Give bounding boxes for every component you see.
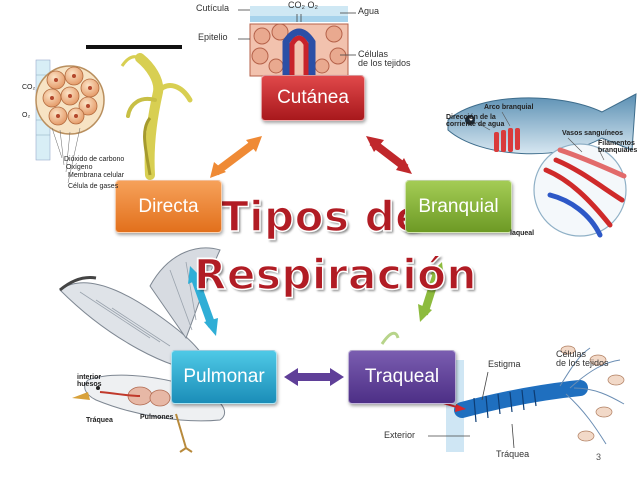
box-traqueal-label: Traqueal [364, 366, 440, 387]
box-directa-label: Directa [138, 195, 199, 217]
label-membrana: Membrana celular [68, 172, 125, 179]
label-arco-branquial: Arco branquial [484, 104, 534, 111]
label-co2: CO₂ [22, 84, 36, 91]
label-vasos-sanguineos: Vasos sanguíneos [562, 130, 624, 137]
title-line-1: Tipos de [219, 192, 425, 241]
box-traqueal[interactable]: Traqueal [348, 350, 456, 404]
arrow-pulmonar-traqueal [284, 368, 344, 386]
label-exterior: Exterior [384, 430, 416, 440]
label-oxigeno: Oxígeno [66, 164, 93, 171]
label-direccion-corriente: Dirección de la corriente de agua [446, 114, 505, 129]
fish-illustration [447, 93, 637, 238]
arrow-directa-cutanea [210, 136, 262, 178]
label-dioxido: Dióxido de carbono [64, 156, 125, 163]
label-co2o2: CO₂ O₂ [288, 0, 318, 10]
label-filamentos: Filamentos branquiales [598, 140, 638, 155]
label-o2: O₂ [22, 112, 31, 119]
hydra-illustration [35, 45, 193, 184]
box-directa[interactable]: Directa [115, 180, 222, 233]
box-pulmonar[interactable]: Pulmonar [171, 350, 277, 404]
arrow-directa-pulmonar [188, 266, 218, 336]
label-celulas-tejidos-bottom: Células de los tejidos [556, 349, 609, 369]
label-laqueal: laqueal [510, 230, 535, 237]
arrow-cutanea-branquial [366, 136, 412, 174]
label-interior-huesos: interior huesos [77, 374, 102, 389]
arrow-branquial-traqueal [418, 262, 444, 322]
box-cutanea[interactable]: Cutánea [261, 75, 365, 121]
label-cuticula: Cutícula [196, 3, 230, 13]
label-estigma: Estigma [488, 359, 521, 369]
skin-illustration [238, 6, 356, 80]
label-epitelio: Epitelio [198, 32, 228, 42]
box-pulmonar-label: Pulmonar [183, 366, 265, 387]
label-pulmones: Pulmones [140, 414, 174, 421]
label-traquea-insect: Tráquea [496, 449, 530, 459]
label-celulas-tejidos-top: Células de los tejidos [358, 49, 411, 69]
label-traquea-bird: Tráquea [86, 417, 113, 424]
box-branquial[interactable]: Branquial [405, 180, 512, 233]
label-agua: Agua [358, 6, 380, 16]
box-cutanea-label: Cutánea [277, 87, 349, 108]
box-branquial-label: Branquial [418, 195, 499, 217]
title-line-2: Respiración [193, 250, 477, 299]
label-celula-gases: Célula de gases [68, 183, 119, 190]
page-number: 3 [596, 452, 602, 462]
